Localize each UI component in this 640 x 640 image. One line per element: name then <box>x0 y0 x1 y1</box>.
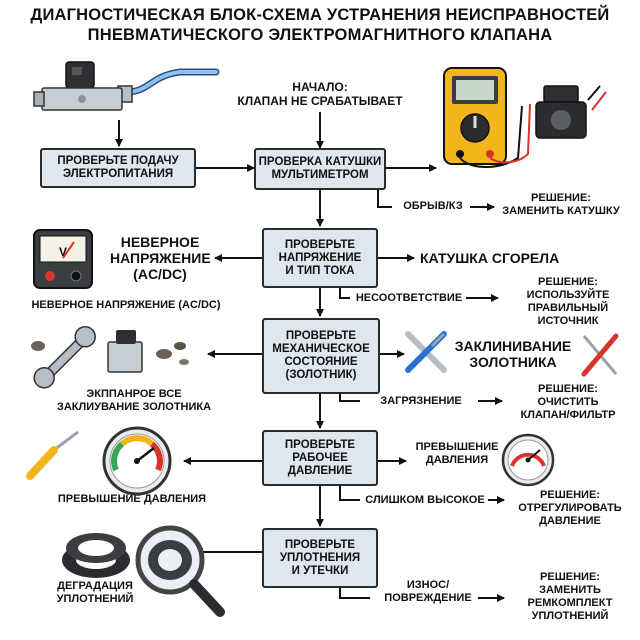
branch-too-high: СЛИШКОМ ВЫСОКОЕ <box>365 494 485 506</box>
label-seal-degradation: ДЕГРАДАЦИЯ УПЛОТНЕНИЙ <box>56 580 134 605</box>
branch-too-high-line <box>339 486 360 501</box>
label-spool-jam-left: ЭКППАНРОЕ ВСЕ ЗАКЛИУВАНИЕ ЗОЛОТНИКА <box>56 388 212 413</box>
label-wrong-voltage-big: НЕВЕРНОЕ НАПРЯЖЕНИЕ (AC/DC) <box>110 234 211 282</box>
box-check-pressure: ПРОВЕРЬТЕ РАБОЧЕЕ ДАВЛЕНИЕ <box>262 430 378 486</box>
title-line-2: ПНЕВМАТИЧЕСКОГО ЭЛЕКТРОМАГНИТНОГО КЛАПАН… <box>87 26 553 44</box>
crossed-tools-icon <box>405 331 447 373</box>
solution-replace-coil: РЕШЕНИЕ: ЗАМЕНИТЬ КАТУШКУ <box>502 192 620 217</box>
label-spool-jam-right: ЗАКЛИНИВАНИЕ ЗОЛОТНИКА <box>454 338 572 370</box>
box-check-seals: ПРОВЕРЬТЕ УПЛОТНЕНИЯ И УТЕЧКИ <box>262 528 378 588</box>
solution-correct-source: РЕШЕНИЕ: ИСПОЛЬЗУЙТЕ ПРАВИЛЬНЫЙ ИСТОЧНИК <box>526 276 610 327</box>
solution-replace-seal-kit: РЕШЕНИЕ: ЗАМЕНИТЬ РЕМКОМПЛЕКТ УПЛОТНЕНИЙ <box>527 571 613 622</box>
screwdriver-red-icon <box>581 333 619 377</box>
box-check-coil: ПРОВЕРКА КАТУШКИ МУЛЬТИМЕТРОМ <box>254 148 386 190</box>
wrench-screwdriver-icon <box>31 326 189 389</box>
start-label: НАЧАЛО: КЛАПАН НЕ СРАБАТЫВАЕТ <box>237 80 403 108</box>
branch-contamination-line <box>339 394 360 402</box>
box-check-voltage: ПРОВЕРЬТЕ НАПРЯЖЕНИЕ И ТИП ТОКА <box>262 228 378 288</box>
voltmeter-icon: V <box>33 229 93 289</box>
branch-contamination: ЗАГРЯЗНЕНИЕ <box>380 395 462 407</box>
label-wrong-voltage-small: НЕВЕРНОЕ НАПРЯЖЕНИЕ (AC/DC) <box>31 299 221 311</box>
branch-mismatch-line <box>339 288 350 299</box>
branch-open-short-line <box>377 190 392 208</box>
pressure-gauge-small-icon <box>501 433 555 487</box>
box-check-power: ПРОВЕРЬТЕ ПОДАЧУ ЭЛЕКТРОПИТАНИЯ <box>40 148 196 188</box>
branch-wear-line <box>339 588 370 599</box>
svg-text:V: V <box>59 245 67 259</box>
label-overpressure-right: ПРЕВЫШЕНИЕ ДАВЛЕНИЯ <box>415 441 499 466</box>
label-overpressure-left: ПРЕВЫШЕНИЕ ДАВЛЕНИЯ <box>57 493 207 505</box>
solenoid-coil-icon <box>535 85 607 139</box>
magnifier-icon <box>135 525 225 617</box>
solenoid-valve-icon <box>33 61 220 111</box>
branch-mismatch: НЕСООТВЕТСТВИЕ <box>355 292 463 304</box>
seal-rings-icon <box>62 533 130 578</box>
screwdriver-icon <box>26 430 79 480</box>
box-check-mechanics: ПРОВЕРЬТЕ МЕХАНИЧЕСКОЕ СОСТОЯНИЕ (ЗОЛОТН… <box>262 318 380 394</box>
branch-wear: ИЗНОС/ ПОВРЕЖДЕНИЕ <box>384 579 472 604</box>
branch-open-short: ОБРЫВ/КЗ <box>403 200 463 212</box>
solution-clean-valve: РЕШЕНИЕ: ОЧИСТИТЬ КЛАПАН/ФИЛЬТР <box>520 383 616 421</box>
pressure-gauge-icon <box>102 426 172 496</box>
label-coil-burned: КАТУШКА СГОРЕЛА <box>420 250 560 266</box>
title-line-1: ДИАГНОСТИЧЕСКАЯ БЛОК-СХЕМА УСТРАНЕНИЯ НЕ… <box>30 6 610 24</box>
solution-adjust-pressure: РЕШЕНИЕ: ОТРЕГУЛИРОВАТЬ ДАВЛЕНИЕ <box>518 489 622 527</box>
multimeter-icon <box>443 67 531 168</box>
